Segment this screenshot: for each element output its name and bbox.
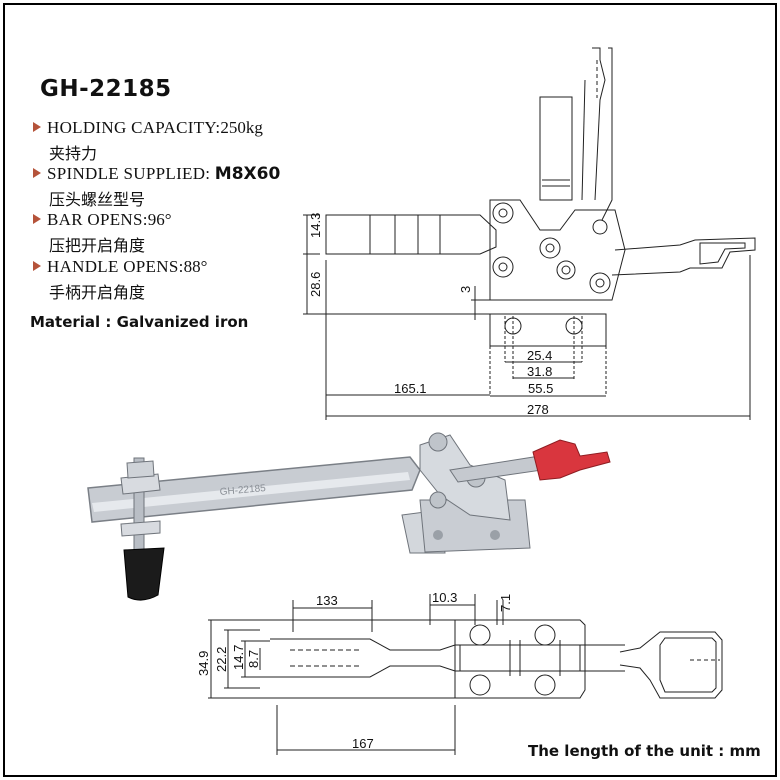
triangle-bullet-icon: [33, 213, 41, 224]
dim-14-7: 14.7: [231, 645, 246, 670]
dim-14-3: 14.3: [308, 213, 323, 238]
triangle-bullet-icon: [33, 167, 41, 178]
spec-label: SPINDLE SUPPLIED:: [47, 164, 211, 183]
spec-value: 88°: [183, 257, 208, 276]
side-view-drawing: 14.3 28.6 3 25.4 31.8 55.5 165.1 278: [303, 47, 756, 420]
model-title: GH-22185: [40, 76, 172, 102]
unit-note: The length of the unit : mm: [528, 742, 761, 760]
spec-label: BAR OPENS:: [47, 210, 148, 229]
dim-34-9: 34.9: [196, 651, 211, 676]
dim-31-8: 31.8: [527, 364, 552, 379]
dim-55-5: 55.5: [528, 381, 553, 396]
clamp-photo: GH-22185: [87, 432, 611, 601]
spec-holding-capacity: HOLDING CAPACITY:250kg: [33, 118, 263, 138]
dim-165-1: 165.1: [394, 381, 427, 396]
triangle-bullet-icon: [33, 121, 41, 132]
spec-value: 96°: [147, 210, 172, 229]
spec-label-cn: 夹持力: [49, 144, 98, 163]
spec-label: HOLDING CAPACITY:: [47, 118, 221, 137]
spec-spindle: SPINDLE SUPPLIED: M8X60: [33, 164, 280, 184]
page-frame: [3, 3, 777, 777]
dim-3: 3: [458, 286, 473, 293]
dim-278: 278: [527, 402, 549, 417]
dim-22-2: 22.2: [214, 647, 229, 672]
spec-value: M8X60: [214, 164, 281, 184]
spec-value: 250kg: [220, 118, 263, 137]
dim-28-6: 28.6: [308, 272, 323, 297]
dim-8-7: 8.7: [246, 650, 261, 668]
dim-167: 167: [352, 736, 374, 751]
spec-bar-opens: BAR OPENS:96°: [33, 210, 172, 230]
spec-label-cn: 手柄开启角度: [49, 283, 146, 302]
spec-handle-opens: HANDLE OPENS:88°: [33, 257, 207, 277]
material-note: Material : Galvanized iron: [30, 313, 249, 331]
triangle-bullet-icon: [33, 260, 41, 271]
dim-25-4: 25.4: [527, 348, 552, 363]
dim-133: 133: [316, 593, 338, 608]
top-view-drawing: 133 10.3 7.1 34.9 22.2 14.7 8.7 167: [196, 590, 723, 755]
dim-7-1: 7.1: [498, 594, 513, 612]
spec-label-cn: 压头螺丝型号: [49, 190, 146, 209]
bar-marking: GH-22185: [219, 483, 266, 498]
dim-10-3: 10.3: [432, 590, 457, 605]
spec-label: HANDLE OPENS:: [47, 257, 184, 276]
spec-label-cn: 压把开启角度: [49, 236, 146, 255]
